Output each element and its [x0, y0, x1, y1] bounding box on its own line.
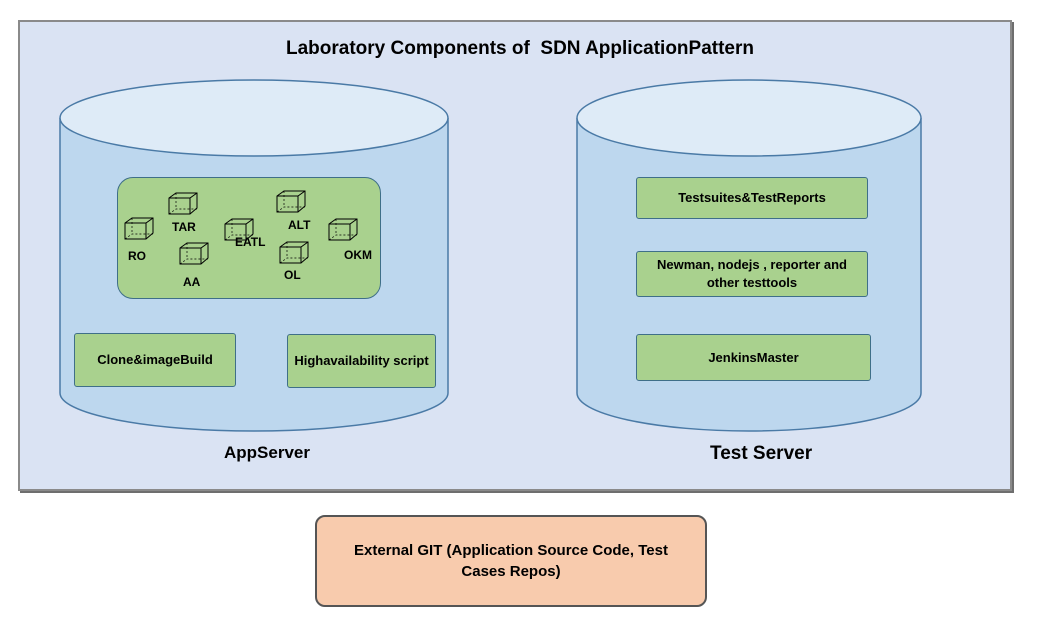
clone-image-build-box: Clone&imageBuild [74, 333, 236, 387]
component-label-okm: OKM [344, 248, 372, 262]
testsuites-box: Testsuites&TestReports [636, 177, 868, 219]
test-server-label: Test Server [710, 443, 813, 464]
component-cube-icon [279, 241, 309, 264]
component-cube-icon [179, 242, 209, 265]
component-label-ro: RO [128, 249, 146, 263]
diagram-title: Laboratory Components of SDN Application… [286, 38, 754, 59]
testtools-box: Newman, nodejs , reporter and other test… [636, 251, 868, 297]
component-cube-icon [124, 217, 154, 240]
component-cube-icon [168, 192, 198, 215]
component-cube-icon [328, 218, 358, 241]
component-label-eatl: EATL [235, 235, 266, 249]
component-label-aa: AA [183, 275, 201, 289]
component-label-tar: TAR [172, 220, 196, 234]
high-availability-script-box: Highavailability script [287, 334, 436, 388]
component-cube-icon [224, 218, 254, 241]
jenkins-master-box: JenkinsMaster [636, 334, 871, 381]
external-git-box: External GIT (Application Source Code, T… [315, 515, 707, 607]
app-server-label: AppServer [224, 443, 310, 462]
component-cube-icon [276, 190, 306, 213]
component-label-alt: ALT [288, 218, 311, 232]
component-label-ol: OL [284, 268, 301, 282]
